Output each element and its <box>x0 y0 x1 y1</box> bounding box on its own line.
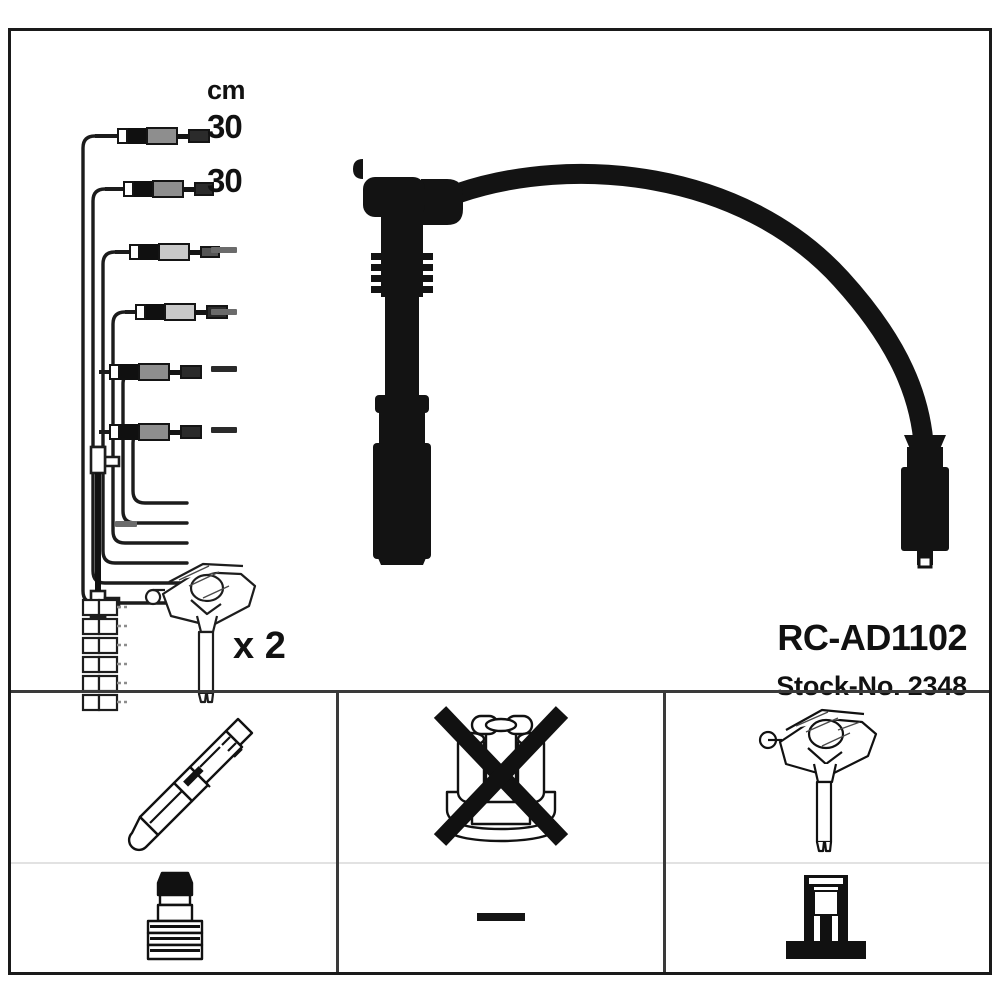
cable-row <box>95 123 225 149</box>
cable-row <box>125 299 255 325</box>
quantity-multiplier: x 2 <box>233 625 286 667</box>
ignition-coil-icon <box>758 708 878 853</box>
application-panels <box>11 690 989 972</box>
connector-block <box>120 424 138 440</box>
connector-body <box>138 423 170 441</box>
connector-body <box>146 127 178 145</box>
connector-cap <box>109 424 120 440</box>
dash-icon <box>477 912 525 921</box>
connector-terminal <box>188 129 210 143</box>
top-illustration-area: cm 30 <box>11 31 989 712</box>
coil-terminal-cell <box>666 864 986 969</box>
distributor-boot-none-cell <box>339 864 663 969</box>
long-cable-dash-marker <box>115 521 137 527</box>
distributor-cap-crossed-out-icon <box>433 705 569 846</box>
connector-body <box>164 303 196 321</box>
plug-boot-cell <box>14 864 336 969</box>
panel-mid-divider <box>11 862 989 864</box>
connector-body <box>138 363 170 381</box>
connector-cap <box>109 364 120 380</box>
connector-body <box>158 243 190 261</box>
connector-neck <box>184 187 194 192</box>
connector-neck <box>170 430 180 435</box>
part-number: RC-AD1102 <box>777 617 967 658</box>
wire-lead <box>99 430 113 434</box>
connector-cap <box>129 244 140 260</box>
connector-block <box>134 181 152 197</box>
connector-block <box>140 244 158 260</box>
wire-lead <box>99 370 113 374</box>
wire-lead <box>95 134 121 138</box>
wire-lead <box>115 250 133 254</box>
cable-dash-marker <box>211 247 237 253</box>
coil-terminal-icon <box>786 874 866 959</box>
connector-neck <box>170 370 180 375</box>
diagram-frame: cm 30 <box>8 28 992 975</box>
cable-dash-marker <box>211 427 237 433</box>
plug-boot-icon <box>146 871 204 960</box>
cable-dash-marker <box>211 309 237 315</box>
connector-cap <box>123 181 134 197</box>
spark-plug-icon <box>127 717 254 851</box>
connector-terminal <box>180 425 202 439</box>
panel-top-divider <box>11 690 989 693</box>
cable-dash-marker <box>211 366 237 372</box>
connector-neck <box>178 134 188 139</box>
cable-row <box>105 176 235 202</box>
connector-terminal <box>180 365 202 379</box>
wire-lead <box>125 310 139 314</box>
cable-row <box>99 359 229 385</box>
ignition-coil-icon <box>144 562 257 704</box>
connector-neck <box>196 310 206 315</box>
connector-cap <box>135 304 146 320</box>
cable-length-label: 30 <box>207 162 243 199</box>
connector-body <box>152 180 184 198</box>
cable-row <box>99 419 229 445</box>
connector-cap <box>117 128 128 144</box>
connector-block <box>128 128 146 144</box>
main-cable-illustration <box>353 159 949 569</box>
panel-divider-1 <box>336 690 339 972</box>
connector-neck <box>190 250 200 255</box>
distributor-cap-cell <box>339 693 663 862</box>
ignition-coil-cell <box>666 693 986 862</box>
terminal-stack <box>81 598 127 712</box>
connector-terminal <box>194 182 214 196</box>
stock-number: Stock-No. 2348 <box>776 671 967 701</box>
connector-block <box>146 304 164 320</box>
cable-length-label: 30 <box>207 108 243 145</box>
wire-lead <box>105 187 127 191</box>
unit-header-cm: cm <box>207 75 246 105</box>
connector-block <box>120 364 138 380</box>
spark-plug-cell <box>14 693 336 862</box>
panel-divider-2 <box>663 690 666 972</box>
